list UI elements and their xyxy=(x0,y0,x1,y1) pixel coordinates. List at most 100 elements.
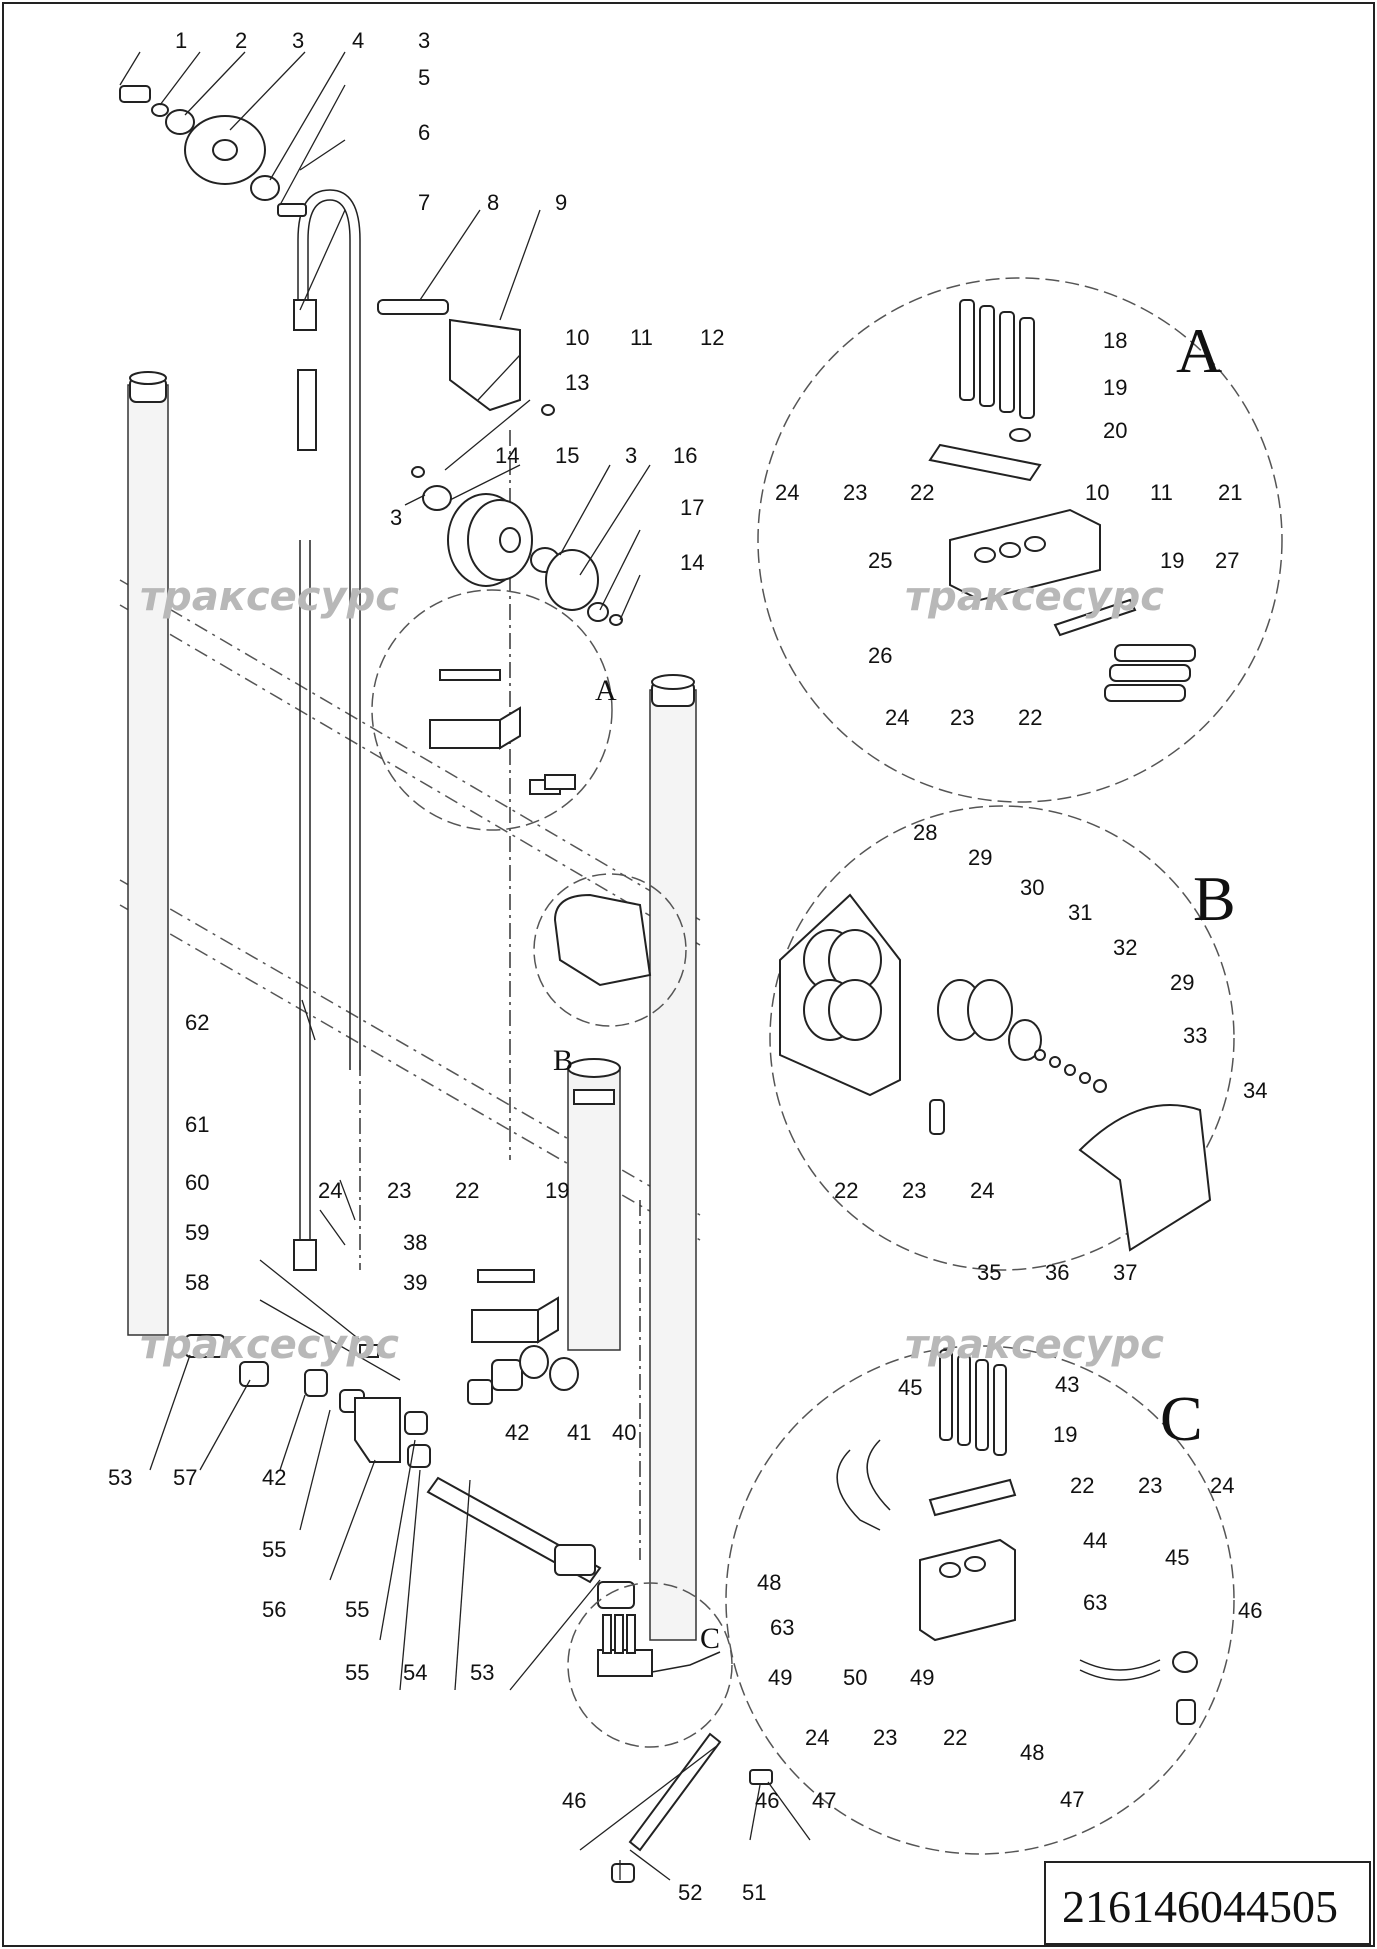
callout-c-23: 23 xyxy=(873,1725,897,1750)
callout-8: 8 xyxy=(487,190,499,215)
watermark-2: траксесурс xyxy=(905,574,1164,620)
callout-46: 46 xyxy=(562,1788,586,1813)
pulley-assembly-top xyxy=(119,85,307,217)
callout-7: 7 xyxy=(418,190,430,215)
callout-b-32: 32 xyxy=(1113,935,1137,960)
callout-c-50: 50 xyxy=(843,1665,867,1690)
callout-c-48: 48 xyxy=(757,1570,781,1595)
right-cylinder xyxy=(649,674,697,1641)
label-b-small: B xyxy=(553,1044,573,1077)
callout-b-23: 23 xyxy=(902,1178,926,1203)
callout-a-11: 11 xyxy=(1150,480,1173,505)
callout-24: 24 xyxy=(318,1178,342,1203)
callout-6: 6 xyxy=(418,120,430,145)
callout-a-22: 22 xyxy=(910,480,934,505)
callout-b-29: 29 xyxy=(968,845,992,870)
callout-c-49b: 49 xyxy=(910,1665,934,1690)
callout-23: 23 xyxy=(387,1178,411,1203)
watermark-1: траксесурс xyxy=(140,574,399,620)
callout-a-27: 27 xyxy=(1215,548,1239,573)
callout-c-44: 44 xyxy=(1083,1528,1107,1553)
callout-b-33: 33 xyxy=(1183,1023,1207,1048)
callout-55c: 55 xyxy=(345,1660,369,1685)
detail-b-small-outline xyxy=(533,873,687,1027)
callout-53: 53 xyxy=(108,1465,132,1490)
callout-c-43: 43 xyxy=(1055,1372,1079,1397)
callout-a-23: 23 xyxy=(843,480,867,505)
callout-55: 55 xyxy=(262,1537,286,1562)
callout-1: 1 xyxy=(175,28,187,53)
callouts-detail-a: 18 19 20 24 23 22 10 11 21 25 19 27 26 2… xyxy=(775,328,1242,730)
roller-bracket-small xyxy=(553,893,652,987)
callout-51: 51 xyxy=(742,1880,766,1905)
callout-a-25: 25 xyxy=(868,548,892,573)
detail-a-parts xyxy=(928,299,1196,702)
callout-b-35: 35 xyxy=(977,1260,1001,1285)
callout-a-24b: 24 xyxy=(885,705,909,730)
hose-fitting-lower xyxy=(293,1239,317,1271)
small-cylinder xyxy=(567,1058,621,1351)
leader-lines xyxy=(119,51,811,1881)
callout-39: 39 xyxy=(403,1270,427,1295)
callout-19: 19 xyxy=(545,1178,569,1203)
callout-3: 3 xyxy=(292,28,304,53)
callouts-detail-b: 28 29 30 31 32 29 33 34 22 23 24 35 36 3… xyxy=(834,820,1267,1285)
callout-a-23b: 23 xyxy=(950,705,974,730)
callout-c-22: 22 xyxy=(943,1725,967,1750)
detail-c-outline xyxy=(725,1345,1235,1855)
callout-62: 62 xyxy=(185,1010,209,1035)
callout-c-22: 22 xyxy=(1070,1473,1094,1498)
callout-3c: 3 xyxy=(625,443,637,468)
callout-12: 12 xyxy=(700,325,724,350)
callout-a-19: 19 xyxy=(1103,375,1127,400)
valve-block-c-small xyxy=(597,1614,721,1677)
callout-13: 13 xyxy=(565,370,589,395)
callout-a-18: 18 xyxy=(1103,328,1127,353)
callout-55b: 55 xyxy=(345,1597,369,1622)
callout-61: 61 xyxy=(185,1112,209,1137)
callout-b-30: 30 xyxy=(1020,875,1044,900)
callout-22: 22 xyxy=(455,1178,479,1203)
hose-loop xyxy=(297,189,361,1070)
watermarks: траксесурс траксесурс траксесурс траксес… xyxy=(140,574,1164,1368)
callout-42b: 42 xyxy=(262,1465,286,1490)
detail-a-letter: A xyxy=(1176,315,1222,386)
callout-15: 15 xyxy=(555,443,579,468)
drawing-number-box xyxy=(1044,1861,1371,1945)
callout-b-37: 37 xyxy=(1113,1260,1137,1285)
callout-c-47: 47 xyxy=(1060,1787,1084,1812)
detail-b-parts xyxy=(779,893,1212,1252)
callout-9: 9 xyxy=(555,190,567,215)
callout-52: 52 xyxy=(678,1880,702,1905)
callout-b-24: 24 xyxy=(970,1178,994,1203)
callout-b-29b: 29 xyxy=(1170,970,1194,995)
callout-b-34: 34 xyxy=(1243,1078,1267,1103)
callout-4: 4 xyxy=(352,28,364,53)
callout-c-48b: 48 xyxy=(1020,1740,1044,1765)
adapter-7 xyxy=(297,369,317,451)
elbow-41-40 xyxy=(467,1345,579,1405)
callout-10: 10 xyxy=(565,325,589,350)
callout-16: 16 xyxy=(673,443,697,468)
callout-14: 14 xyxy=(495,443,519,468)
tube-54 xyxy=(426,1476,635,1609)
detail-c-parts xyxy=(836,1349,1198,1725)
label-c-small: C xyxy=(700,1622,720,1655)
callout-c-23: 23 xyxy=(1138,1473,1162,1498)
valve-block-39 xyxy=(471,1269,559,1344)
callout-b-22: 22 xyxy=(834,1178,858,1203)
callout-a-19b: 19 xyxy=(1160,548,1184,573)
callouts-main: 1 2 3 4 3 5 6 7 8 9 10 11 12 13 14 15 3 … xyxy=(108,28,836,1905)
callout-38: 38 xyxy=(403,1230,427,1255)
detail-c-small-outline xyxy=(567,1582,733,1748)
callout-a-22b: 22 xyxy=(1018,705,1042,730)
callout-5: 5 xyxy=(418,65,430,90)
bracket-assembly xyxy=(377,299,555,416)
callout-3b: 3 xyxy=(418,28,430,53)
callout-a-10: 10 xyxy=(1085,480,1109,505)
detail-b-outline xyxy=(769,805,1235,1271)
callout-14b: 14 xyxy=(680,550,704,575)
callout-2: 2 xyxy=(235,28,247,53)
